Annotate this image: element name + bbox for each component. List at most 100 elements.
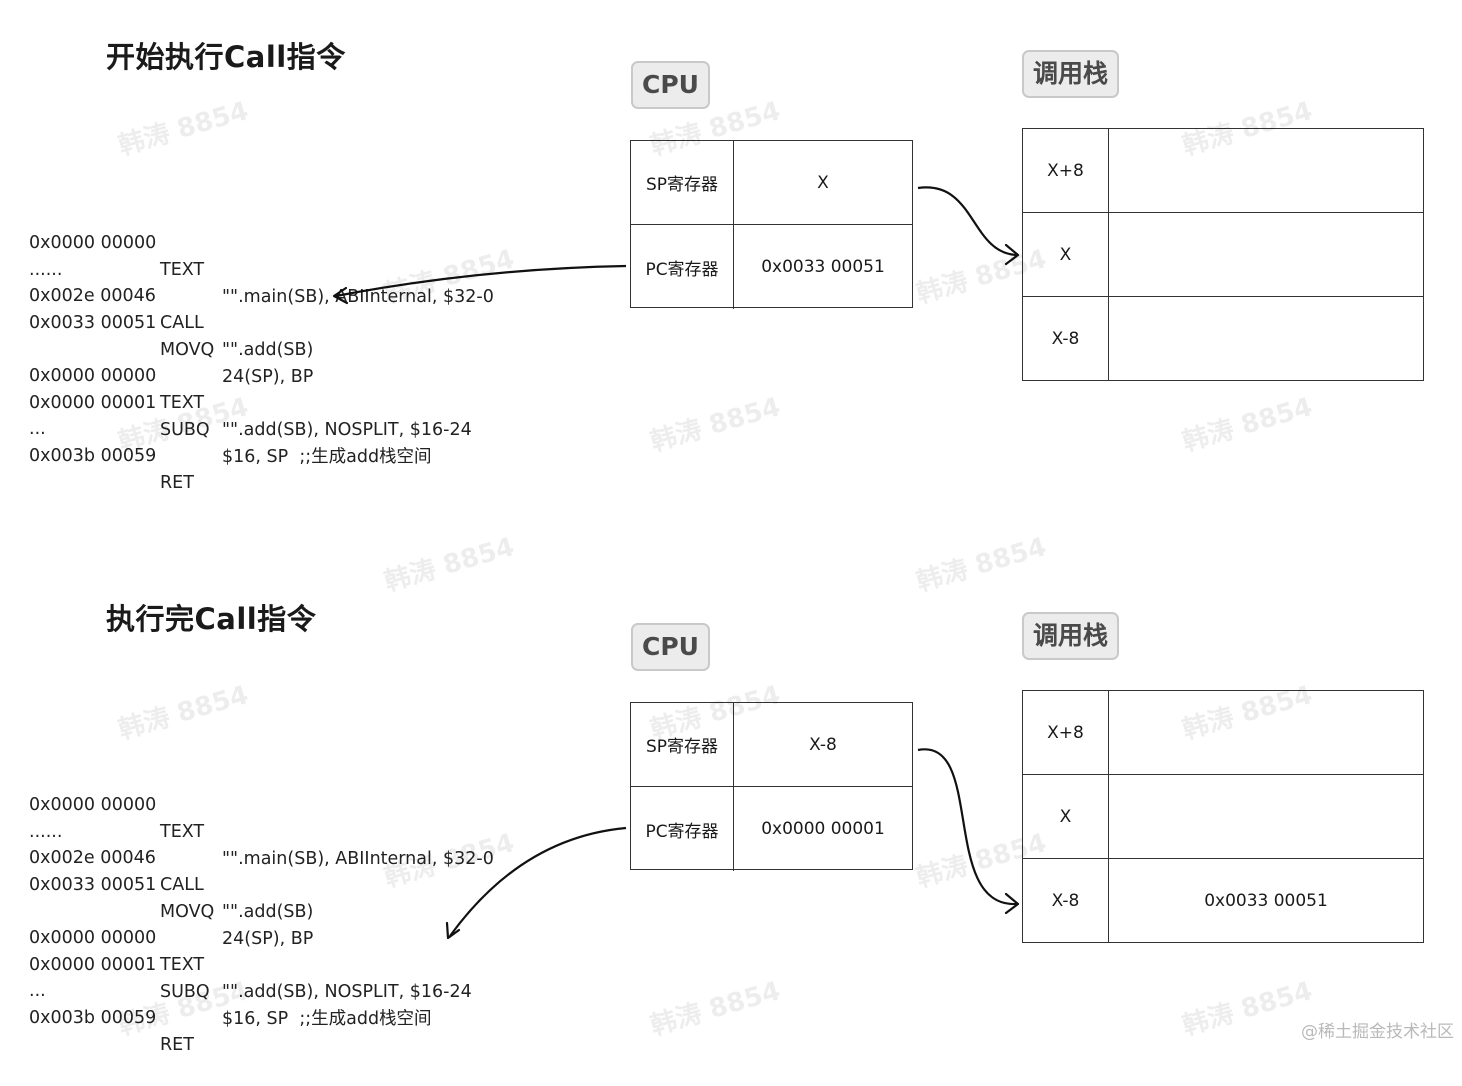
register-value: X-8	[809, 734, 837, 755]
panel-title: 开始执行Call指令	[106, 40, 346, 74]
code-instruction: SUBQ	[160, 982, 210, 1002]
code-address: 0x003b 00059	[29, 446, 157, 466]
code-line: 0x0000 00000 TEXT "".add(SB), NOSPLIT, $…	[29, 336, 472, 440]
code-address: 0x0033 00051	[29, 313, 157, 333]
watermark: 韩涛 8854	[913, 532, 1050, 598]
code-operands: "".add(SB)	[222, 340, 314, 360]
register-row-pc: PC寄存器 0x0000 00001	[631, 787, 912, 871]
code-line: 0x0000 00000 TEXT "".main(SB), ABIIntern…	[29, 203, 494, 307]
code-address: 0x003b 00059	[29, 1008, 157, 1028]
code-line: 0x0033 00051 MOVQ 24(SP), BP	[29, 845, 313, 949]
stack-address: X	[1023, 213, 1109, 296]
code-address: 0x0000 00000	[29, 795, 157, 815]
code-line: ...	[29, 389, 62, 439]
watermark: 韩涛 8854	[381, 532, 518, 598]
register-row-sp: SP寄存器 X-8	[631, 703, 912, 787]
code-address: 0x0000 00000	[29, 928, 157, 948]
stack-row: X-8 0x0033 00051	[1023, 859, 1423, 943]
register-name: PC寄存器	[631, 225, 734, 309]
code-address: 0x0000 00000	[29, 233, 157, 253]
code-address: ......	[29, 260, 63, 280]
code-operands: $16, SP ;;生成add栈空间	[222, 1009, 432, 1029]
stack-address: X+8	[1023, 691, 1109, 774]
stack-value	[1109, 775, 1423, 858]
register-name: SP寄存器	[631, 141, 734, 224]
code-line: 0x002e 00046 CALL "".add(SB)	[29, 256, 313, 360]
register-name: PC寄存器	[631, 787, 734, 871]
cpu-label: CPU	[631, 623, 710, 671]
code-instruction: MOVQ	[160, 902, 215, 922]
code-line: 0x003b 00059 RET	[29, 416, 194, 493]
panel-title: 执行完Call指令	[106, 602, 317, 636]
code-operands: 24(SP), BP	[222, 367, 314, 387]
register-name: SP寄存器	[631, 703, 734, 786]
code-instruction: RET	[160, 1035, 194, 1055]
code-instruction: SUBQ	[160, 420, 210, 440]
cpu-register-table: SP寄存器 X PC寄存器 0x0033 00051	[630, 140, 913, 309]
code-line: ......	[29, 230, 62, 280]
stack-address: X+8	[1023, 129, 1109, 212]
stack-row: X	[1023, 213, 1423, 297]
code-operands: "".add(SB), NOSPLIT, $16-24	[222, 982, 472, 1002]
register-value: 0x0000 00001	[761, 819, 885, 839]
code-line: 0x0000 00000 TEXT "".add(SB), NOSPLIT, $…	[29, 898, 472, 1002]
code-line: ......	[29, 792, 62, 842]
cpu-label: CPU	[631, 61, 710, 109]
stack-value	[1109, 129, 1423, 212]
code-operands: $16, SP ;;生成add栈空间	[222, 447, 432, 467]
panel-call-start: 开始执行Call指令 0x0000 00000 TEXT "".main(SB)…	[0, 0, 1462, 524]
watermark: 韩涛 8854	[647, 976, 784, 1042]
register-row-pc: PC寄存器 0x0033 00051	[631, 225, 912, 309]
stack-row: X+8	[1023, 129, 1423, 213]
stack-row: X-8	[1023, 297, 1423, 381]
register-value: X	[817, 172, 829, 193]
code-instruction: TEXT	[160, 955, 205, 975]
code-instruction: RET	[160, 473, 194, 493]
call-stack-label: 调用栈	[1022, 50, 1120, 98]
watermark: 韩涛 8854	[381, 828, 518, 894]
code-address: 0x0000 00001	[29, 955, 157, 975]
sp-pointer-arrowhead	[1004, 892, 1020, 915]
stack-address: X	[1023, 775, 1109, 858]
code-line: 0x0000 00000 TEXT "".main(SB), ABIIntern…	[29, 765, 494, 869]
assembly-code: 0x0000 00000 TEXT "".main(SB), ABIIntern…	[29, 203, 494, 493]
code-address: ......	[29, 822, 63, 842]
stack-address: X-8	[1023, 859, 1109, 943]
register-row-sp: SP寄存器 X	[631, 141, 912, 225]
call-stack-label: 调用栈	[1022, 612, 1120, 660]
cpu-register-table: SP寄存器 X-8 PC寄存器 0x0000 00001	[630, 702, 913, 871]
code-address: 0x0000 00001	[29, 393, 157, 413]
code-instruction: CALL	[160, 313, 204, 333]
code-operands: 24(SP), BP	[222, 929, 314, 949]
watermark: 韩涛 8854	[115, 96, 252, 162]
stack-address: X-8	[1023, 297, 1109, 381]
code-address: 0x002e 00046	[29, 848, 156, 868]
sp-pointer-arrow	[917, 186, 1017, 257]
assembly-code: 0x0000 00000 TEXT "".main(SB), ABIIntern…	[29, 765, 494, 1055]
code-instruction: TEXT	[160, 822, 205, 842]
code-line: 0x0000 00001 SUBQ $16, SP ;;生成add栈空间	[29, 925, 432, 1029]
stack-value	[1109, 297, 1423, 381]
watermark: 韩涛 8854	[1179, 976, 1316, 1042]
stack-row: X	[1023, 775, 1423, 859]
code-address: 0x0000 00000	[29, 366, 157, 386]
pc-pointer-arrowhead	[445, 921, 461, 940]
stack-value	[1109, 213, 1423, 296]
watermark: 韩涛 8854	[1179, 392, 1316, 458]
code-instruction: TEXT	[160, 260, 205, 280]
code-line: 0x003b 00059 RET	[29, 978, 194, 1055]
stack-row: X+8	[1023, 691, 1423, 775]
register-value: 0x0033 00051	[761, 257, 885, 277]
code-address: ...	[29, 981, 46, 1001]
call-stack-table: X+8 X X-8	[1022, 128, 1424, 381]
code-address: 0x002e 00046	[29, 286, 156, 306]
code-line: 0x002e 00046 CALL "".add(SB)	[29, 818, 313, 922]
code-line: ...	[29, 951, 62, 1001]
watermark: 韩涛 8854	[647, 392, 784, 458]
code-instruction: TEXT	[160, 393, 205, 413]
watermark: 韩涛 8854	[115, 680, 252, 746]
code-operands: "".add(SB)	[222, 902, 314, 922]
site-credit: @稀土掘金技术社区	[1301, 1022, 1454, 1042]
code-line: 0x0000 00001 SUBQ $16, SP ;;生成add栈空间	[29, 363, 432, 467]
call-stack-table: X+8 X X-8 0x0033 00051	[1022, 690, 1424, 943]
